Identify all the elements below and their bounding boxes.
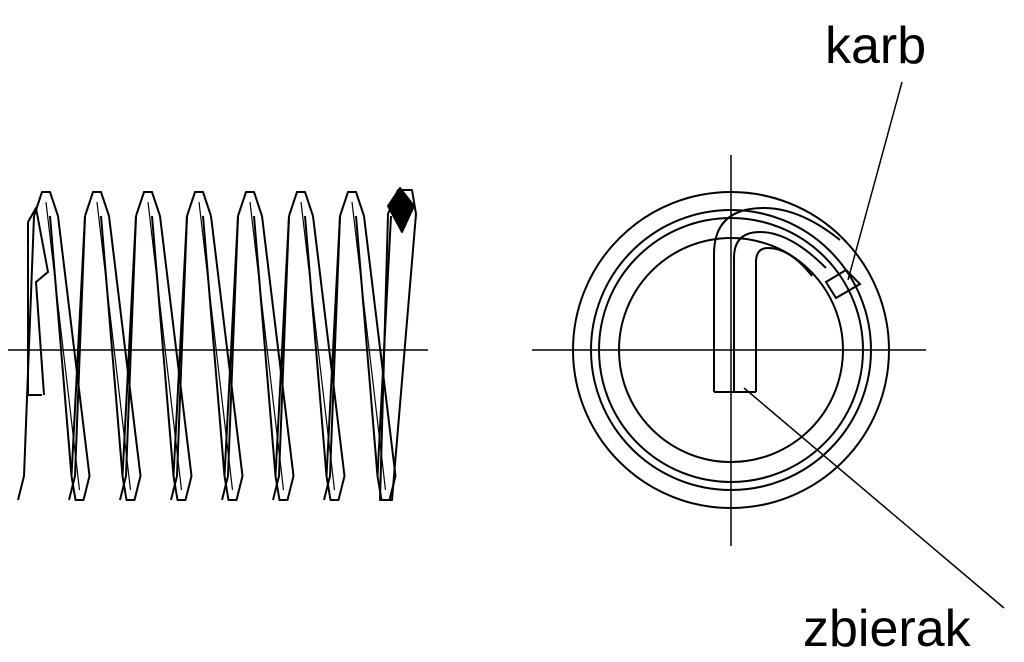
tang-label: zbierak (803, 600, 971, 658)
coil-turn-crest (339, 191, 365, 217)
coil-turn-wire-front (100, 215, 142, 501)
inner-ring (618, 237, 844, 463)
coil-turn-centerline (96, 201, 132, 491)
coil-turn-crest (33, 191, 59, 217)
coil-turn-centerline (45, 201, 81, 491)
coil-turn-centerline (249, 201, 285, 491)
coil-turn-crest (288, 191, 314, 217)
coil-turn-wire-front (151, 215, 193, 501)
coil-turn-wire-front (304, 215, 346, 501)
coil-turn-centerline (351, 201, 387, 491)
coil-turn-centerline (147, 201, 183, 491)
notch-label: karb (825, 17, 927, 75)
middle-ring-outer (590, 209, 872, 491)
coil-turn-centerline (300, 201, 336, 491)
coil-turn-crest (135, 191, 161, 217)
leader-line-zbierak (743, 387, 1005, 609)
coil-turn-wire-front (202, 215, 244, 501)
coil-turn-crest (186, 191, 212, 217)
notch-marker (387, 187, 415, 233)
leader-line-karb (847, 81, 903, 281)
coil-right-end (379, 189, 417, 501)
coil-turn-centerline (198, 201, 234, 491)
notch (824, 268, 862, 300)
tang (713, 206, 841, 393)
coil-turns (17, 191, 397, 501)
middle-ring-inner (598, 217, 864, 483)
coil-side-view (8, 187, 428, 501)
coil-turn-crest (84, 191, 110, 217)
coil-turn-crest (237, 191, 263, 217)
coil-turn-wire-front (49, 215, 91, 501)
outer-ring (572, 191, 890, 509)
coil-front-view (532, 81, 1005, 609)
coil-turn-wire-front (253, 215, 295, 501)
